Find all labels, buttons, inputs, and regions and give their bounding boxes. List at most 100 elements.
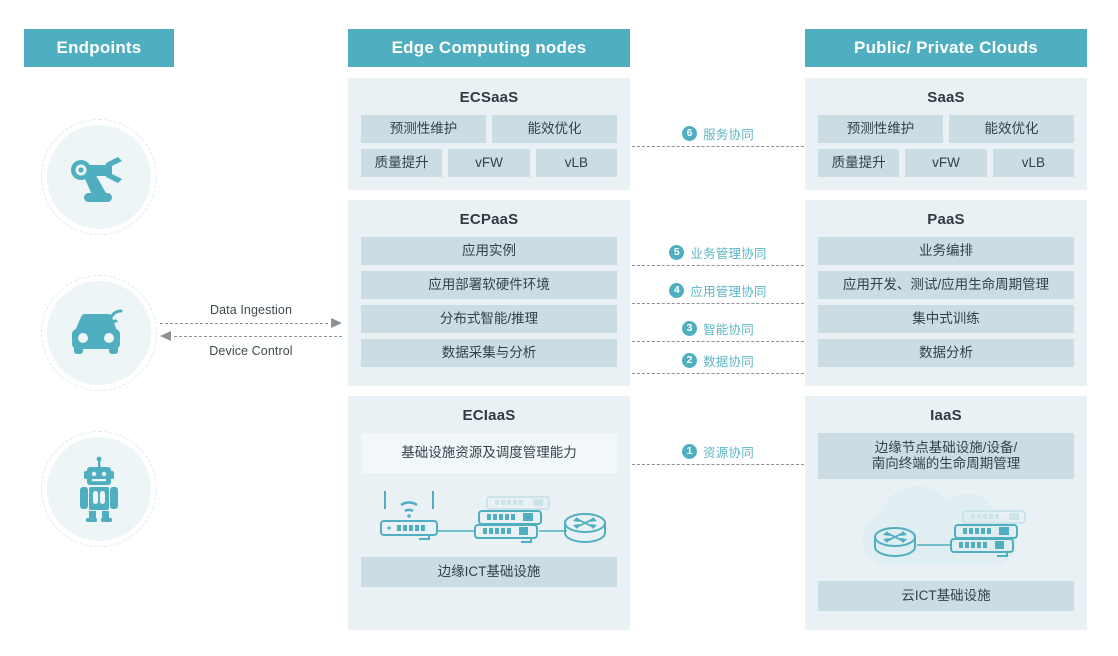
ecsaas-cell: vFW [448, 149, 530, 177]
flow-device-control: Device Control [160, 330, 342, 358]
ecsaas-row-2: 质量提升 vFW vLB [361, 149, 617, 177]
arrow-head [160, 331, 171, 341]
iaas-capability-line1: 边缘节点基础设施/设备/ [874, 440, 1018, 456]
edge-network-graphic [361, 483, 617, 557]
eciaas-capability-cell: 基础设施资源及调度管理能力 [361, 433, 617, 473]
arrow-shaft [174, 336, 342, 337]
connector-dashed-line [632, 265, 804, 266]
connector-data-collaboration: 2 数据协同 [632, 351, 804, 374]
panel-ecsaas-title: ECSaaS [459, 89, 519, 106]
panel-saas: SaaS 预测性维护 能效优化 质量提升 vFW vLB [805, 78, 1087, 190]
paas-row: 数据分析 [818, 339, 1074, 367]
connector-dashed-line [632, 341, 804, 342]
flow-arrow-left [160, 330, 342, 344]
paas-cell: 集中式训练 [818, 305, 1074, 333]
connector-label-wrap: 5 业务管理协同 [632, 243, 804, 265]
paas-cell: 业务编排 [818, 237, 1074, 265]
saas-cell: 能效优化 [949, 115, 1074, 143]
connector-badge: 4 [669, 283, 685, 298]
eciaas-row-bottom: 边缘ICT基础设施 [361, 557, 617, 587]
saas-cell: 质量提升 [818, 149, 900, 177]
flow-arrow-right [160, 317, 342, 331]
arrow-shaft [160, 323, 328, 324]
ecpaas-row: 应用部署软硬件环境 [361, 271, 617, 299]
connector-intelligence-collaboration: 3 智能协同 [632, 319, 804, 342]
saas-row-1: 预测性维护 能效优化 [818, 115, 1074, 143]
iaas-row-bottom: 云ICT基础设施 [818, 581, 1074, 611]
flow-data-ingestion: Data Ingestion [160, 303, 342, 331]
connector-badge: 3 [682, 321, 698, 336]
connector-label-wrap: 4 应用管理协同 [632, 281, 804, 303]
paas-row: 业务编排 [818, 237, 1074, 265]
iaas-row-top: 边缘节点基础设施/设备/ 南向终端的生命周期管理 [818, 433, 1074, 479]
panel-eciaas-title: ECIaaS [462, 407, 516, 424]
panel-saas-title: SaaS [927, 89, 965, 106]
column-header-endpoints-label: Endpoints [56, 38, 142, 57]
connector-badge: 6 [682, 126, 698, 141]
saas-cell: vFW [905, 149, 987, 177]
ecpaas-row: 分布式智能/推理 [361, 305, 617, 333]
robot-icon [80, 456, 118, 522]
column-header-edge-label: Edge Computing nodes [391, 38, 587, 57]
connector-label-wrap: 1 资源协同 [632, 442, 804, 464]
ecpaas-cell: 应用实例 [361, 237, 617, 265]
column-header-cloud: Public/ Private Clouds [805, 29, 1087, 67]
connector-application-management-collaboration: 4 应用管理协同 [632, 281, 804, 304]
ecsaas-cell: 能效优化 [492, 115, 617, 143]
connector-label-wrap: 3 智能协同 [632, 319, 804, 341]
cloud-router-switch-icon [862, 485, 1026, 566]
connector-dashed-line [632, 303, 804, 304]
column-header-cloud-label: Public/ Private Clouds [854, 38, 1038, 57]
connector-dashed-line [632, 464, 804, 465]
connector-dashed-line [632, 146, 804, 147]
dashed-ring [41, 119, 157, 235]
ecpaas-row: 数据采集与分析 [361, 339, 617, 367]
connector-badge: 1 [682, 444, 698, 459]
connector-label-wrap: 6 服务协同 [632, 124, 804, 146]
ecpaas-row: 应用实例 [361, 237, 617, 265]
panel-ecpaas-title: ECPaaS [459, 211, 519, 228]
endpoint-robot [41, 431, 157, 547]
connector-label-wrap: 2 数据协同 [632, 351, 804, 373]
iaas-infra-cell: 云ICT基础设施 [818, 581, 1074, 611]
connector-label: 智能协同 [703, 323, 754, 337]
paas-row: 集中式训练 [818, 305, 1074, 333]
flow-data-ingestion-label: Data Ingestion [209, 303, 292, 317]
connector-label: 业务管理协同 [690, 247, 767, 261]
flow-device-control-label: Device Control [209, 344, 293, 358]
ecpaas-cell: 数据采集与分析 [361, 339, 617, 367]
ap-switch-router-icon [380, 491, 606, 543]
saas-row-2: 质量提升 vFW vLB [818, 149, 1074, 177]
panel-ecsaas: ECSaaS 预测性维护 能效优化 质量提升 vFW vLB [348, 78, 630, 190]
endpoint-robot-arm [41, 119, 157, 235]
eciaas-infra-cell: 边缘ICT基础设施 [361, 557, 617, 587]
connected-car-icon [72, 309, 123, 354]
column-header-edge: Edge Computing nodes [348, 29, 630, 67]
iaas-capability-line2: 南向终端的生命周期管理 [871, 456, 1021, 471]
panel-paas: PaaS 业务编排 应用开发、测试/应用生命周期管理 集中式训练 数据分析 [805, 200, 1087, 386]
connector-resource-collaboration: 1 资源协同 [632, 442, 804, 465]
saas-cell: 预测性维护 [818, 115, 943, 143]
saas-cell: vLB [992, 149, 1074, 177]
ecsaas-cell: vLB [535, 149, 617, 177]
ecpaas-cell: 分布式智能/推理 [361, 305, 617, 333]
paas-cell: 应用开发、测试/应用生命周期管理 [818, 271, 1074, 299]
panel-ecpaas: ECPaaS 应用实例 应用部署软硬件环境 分布式智能/推理 数据采集与分析 [348, 200, 630, 386]
connector-badge: 2 [682, 353, 698, 368]
panel-eciaas: ECIaaS 基础设施资源及调度管理能力 [348, 396, 630, 630]
panel-iaas-title: IaaS [930, 407, 962, 424]
connector-business-management-collaboration: 5 业务管理协同 [632, 243, 804, 266]
connector-label: 资源协同 [703, 446, 754, 460]
dashed-ring [41, 275, 157, 391]
panel-paas-title: PaaS [927, 211, 965, 228]
paas-row: 应用开发、测试/应用生命周期管理 [818, 271, 1074, 299]
ecsaas-row-1: 预测性维护 能效优化 [361, 115, 617, 143]
panel-iaas: IaaS 边缘节点基础设施/设备/ 南向终端的生命周期管理 [805, 396, 1087, 630]
connector-badge: 5 [669, 245, 685, 260]
cloud-network-graphic [818, 485, 1074, 581]
eciaas-row-top: 基础设施资源及调度管理能力 [361, 433, 617, 473]
paas-cell: 数据分析 [818, 339, 1074, 367]
ecsaas-cell: 质量提升 [361, 149, 443, 177]
column-header-endpoints: Endpoints [24, 29, 174, 67]
